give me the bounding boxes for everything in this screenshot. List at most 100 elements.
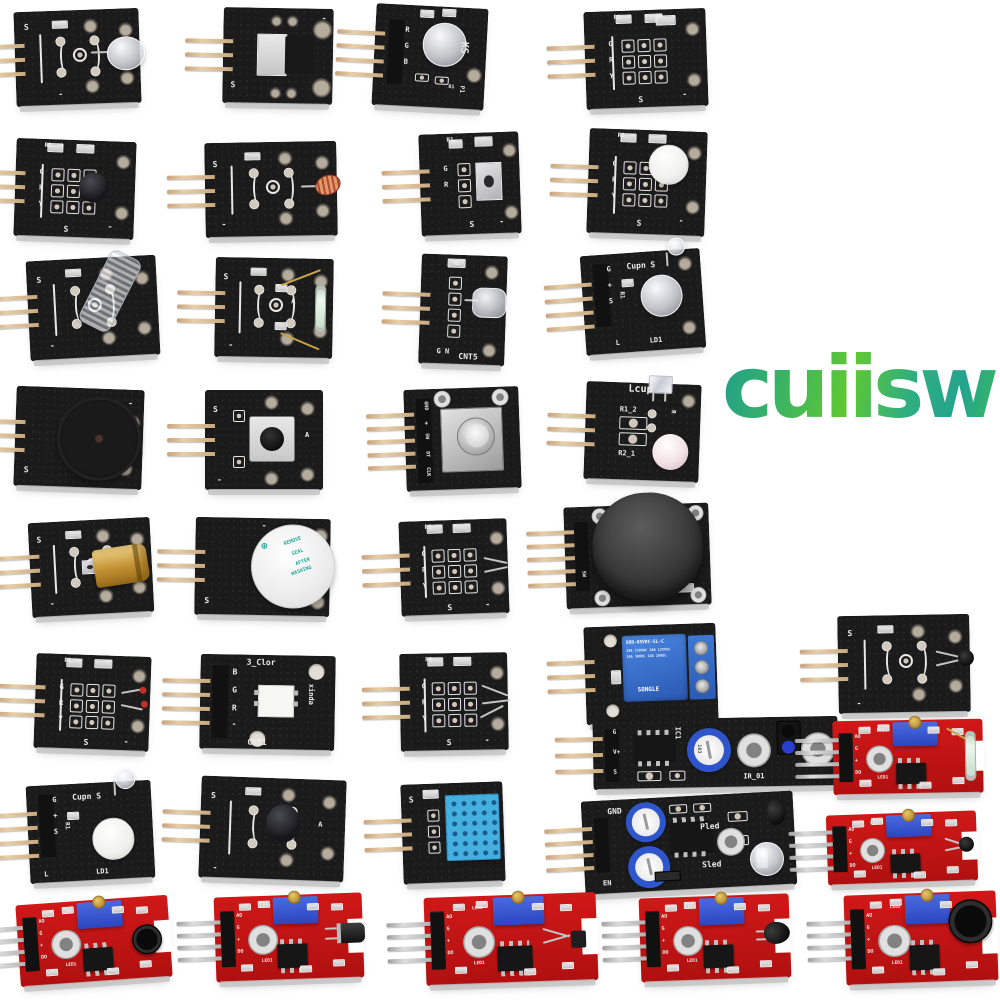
pad-part (55, 36, 66, 47)
silkscreen-label: R1 (44, 141, 52, 150)
padbox-part (447, 324, 461, 338)
ic-part (703, 944, 735, 969)
padbox-part (69, 698, 83, 713)
pin (799, 648, 848, 654)
pin (0, 183, 26, 190)
hole-part (120, 70, 134, 85)
pin (184, 66, 233, 72)
sensor-module-tilt-switch: S- (0, 247, 161, 367)
silkscreen-label: R1_2 (619, 405, 637, 414)
padbox-part (464, 697, 478, 712)
pin (176, 304, 226, 310)
silkscreen-label: A (318, 820, 323, 829)
pin (156, 563, 206, 568)
hole-part (912, 687, 926, 701)
silkscreen-label: CNT1 (247, 737, 267, 747)
silkscreen-label: R2_1 (618, 449, 636, 458)
silkscreen-label: G (866, 924, 870, 931)
silkscreen-label: AO (866, 912, 873, 919)
smd-part (106, 967, 120, 976)
padbox-part (448, 292, 462, 306)
hole-part (271, 15, 282, 27)
smd-part (93, 659, 113, 669)
pin (0, 169, 26, 176)
sensor-module-joystick: SW (526, 490, 712, 615)
box-part (284, 36, 314, 75)
smd-part (474, 136, 493, 147)
silkscreen-label: - (128, 398, 134, 408)
pcb-edge (208, 234, 335, 244)
silkscreen-label: S (230, 80, 236, 90)
smd-part (561, 961, 574, 969)
silkscreen-label: - (682, 89, 688, 99)
silkscreen-label: G (446, 926, 450, 933)
silkscreen-label: - (107, 222, 113, 232)
smd-part (648, 134, 667, 144)
pin (555, 768, 604, 774)
pad-part (917, 673, 928, 684)
silkscreen-label: - (321, 13, 327, 23)
padbox-part (463, 547, 478, 562)
silkscreen-label: Y (58, 714, 63, 723)
smd-part (452, 523, 471, 534)
silkscreen-label: L (615, 338, 621, 347)
silkscreen-label: S (63, 224, 69, 234)
smd-part (944, 819, 957, 827)
silkscreen-label: S (447, 603, 453, 613)
silkscreen-label: S (36, 275, 42, 285)
silkscreen-label: LED2 (876, 728, 888, 734)
pin (166, 188, 216, 194)
dht-part (444, 793, 501, 862)
hole-part (301, 402, 314, 415)
pin (795, 762, 844, 767)
silkscreen-label: - (49, 598, 55, 609)
hole-part (116, 155, 130, 169)
silkscreen-label: LED1 (871, 865, 883, 872)
padbox-part (668, 804, 688, 814)
padbox-part (652, 38, 667, 53)
silkscreen-label: S (213, 405, 218, 414)
hole-part (114, 206, 129, 220)
padbox-part (50, 184, 65, 199)
smd-part (524, 968, 537, 976)
padbox-part (639, 177, 653, 191)
smd-part (76, 144, 95, 154)
smd-part (455, 966, 468, 975)
smd-part (932, 967, 945, 976)
padbox-part (653, 54, 667, 69)
silkscreen-label: - (228, 340, 234, 350)
silkscreen-label: R (611, 175, 617, 184)
silkscreen-label: S (210, 790, 217, 801)
silkscreen-label: R2 (428, 29, 435, 37)
silkscreen-label: B (232, 667, 238, 677)
silkscreen-label: A (291, 297, 296, 306)
silkscreen-label: AO (661, 913, 668, 920)
ic-part (277, 943, 308, 969)
silkscreen-label: LED1 (891, 960, 903, 967)
smd-part (876, 624, 894, 634)
pcb-edge (225, 102, 330, 110)
pin (546, 426, 596, 433)
silkscreen-label: GND (607, 806, 622, 817)
pin (361, 686, 410, 692)
silkscreen-label: CLK (424, 467, 432, 477)
smd-part (733, 903, 746, 911)
pin (547, 412, 596, 419)
ic-part (497, 945, 533, 972)
silkscreen-label: R (421, 698, 427, 707)
padbox-part (464, 563, 478, 578)
padbox-part (448, 698, 462, 712)
pcb-edge (202, 747, 332, 757)
smd-part (655, 14, 676, 26)
smd-part (946, 865, 959, 874)
silkscreen-label: - (261, 520, 267, 531)
